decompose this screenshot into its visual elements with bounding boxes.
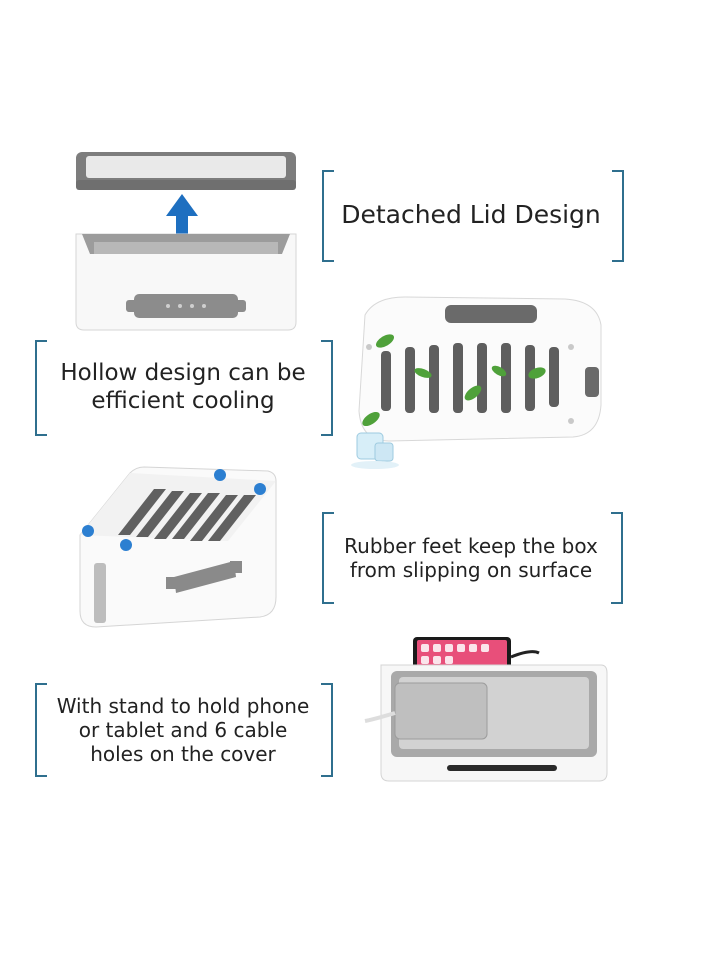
caption-bracket-left (322, 170, 334, 262)
stand-product-image (364, 637, 608, 782)
detached-lid-product-image (75, 152, 297, 331)
rubber-foot-icon (82, 469, 266, 551)
caption-detached-lid: Detached Lid Design (341, 200, 601, 229)
hollow-cooling-product-image (351, 296, 602, 469)
caption-bracket-left (35, 683, 47, 777)
ice-cube-icon (351, 432, 399, 469)
power-strip (394, 682, 488, 740)
caption-rubber-feet: Rubber feet keep the box from slipping o… (344, 534, 598, 582)
caption-hollow-cooling: Hollow design can be efficient cooling (60, 360, 306, 414)
cable-slot (134, 294, 238, 318)
vent-slots (118, 489, 256, 541)
phone-icon (413, 637, 540, 671)
caption-bracket-left (35, 340, 47, 436)
cable-slot (174, 561, 236, 593)
caption-bracket-right (321, 340, 333, 436)
vent-slots (381, 343, 559, 413)
leaf-icon (362, 334, 546, 427)
caption-stand: With stand to hold phone or tablet and 6… (56, 694, 310, 766)
caption-bracket-left (322, 512, 334, 604)
caption-bracket-right (612, 170, 624, 262)
caption-bracket-right (611, 512, 623, 604)
caption-bracket-right (321, 683, 333, 777)
rubber-feet-product-image (79, 466, 277, 628)
